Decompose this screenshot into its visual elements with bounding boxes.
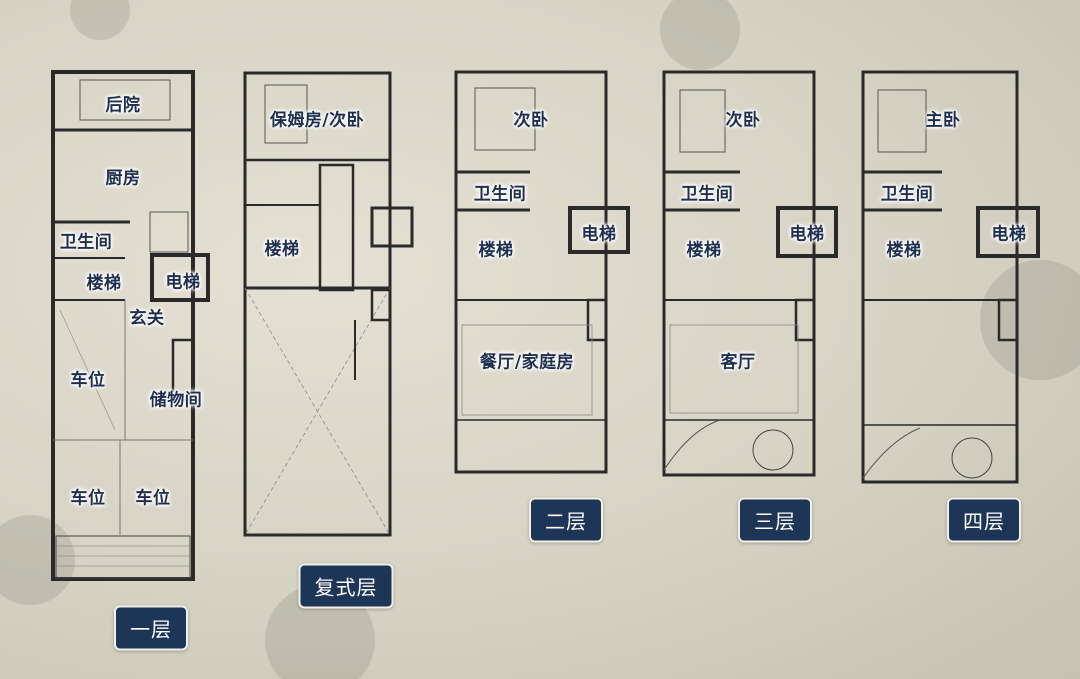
room-label-stairs: 楼梯	[264, 239, 300, 260]
room-label-living-room: 客厅	[720, 352, 756, 373]
room-label-bathroom: 卫生间	[473, 184, 527, 205]
floor-badge-2: 二层	[529, 497, 603, 543]
room-label-elevator: 电梯	[789, 224, 825, 245]
room-label-stairs: 楼梯	[478, 240, 514, 261]
room-label-parking-space: 车位	[70, 370, 106, 391]
room-label-dining-family-room: 餐厅/家庭房	[479, 352, 575, 373]
room-label-stairs: 楼梯	[686, 240, 722, 261]
room-label-kitchen: 厨房	[105, 168, 141, 189]
room-label-secondary-bedroom: 次卧	[725, 110, 761, 131]
room-label-parking-space: 车位	[135, 488, 171, 509]
floor-badge-mezzanine: 复式层	[298, 563, 394, 609]
room-label-storage-room: 储物间	[149, 390, 203, 411]
room-label-master-bedroom: 主卧	[925, 110, 961, 131]
room-label-stairs: 楼梯	[886, 240, 922, 261]
floor-mezzanine-plan	[243, 71, 414, 537]
floor-badge-4: 四层	[947, 497, 1021, 543]
room-label-elevator: 电梯	[991, 224, 1027, 245]
room-label-nanny-room: 保姆房/次卧	[269, 110, 365, 131]
floor-badge-1: 一层	[114, 605, 188, 651]
room-label-bathroom: 卫生间	[680, 184, 734, 205]
room-label-elevator: 电梯	[581, 224, 617, 245]
floor-4-plan	[861, 70, 1040, 484]
floor-badge-3: 三层	[738, 497, 812, 543]
room-label-parking-space: 车位	[70, 488, 106, 509]
room-label-entrance: 玄关	[129, 308, 165, 329]
room-label-stairs: 楼梯	[86, 273, 122, 294]
room-label-bathroom: 卫生间	[59, 232, 113, 253]
floor-1-plan	[51, 70, 210, 581]
room-label-elevator: 电梯	[165, 272, 201, 293]
floor-3-plan	[662, 70, 838, 477]
room-label-bathroom: 卫生间	[880, 184, 934, 205]
room-label-secondary-bedroom: 次卧	[513, 110, 549, 131]
room-label-backyard: 后院	[105, 95, 141, 116]
floor-2-plan	[454, 70, 630, 474]
